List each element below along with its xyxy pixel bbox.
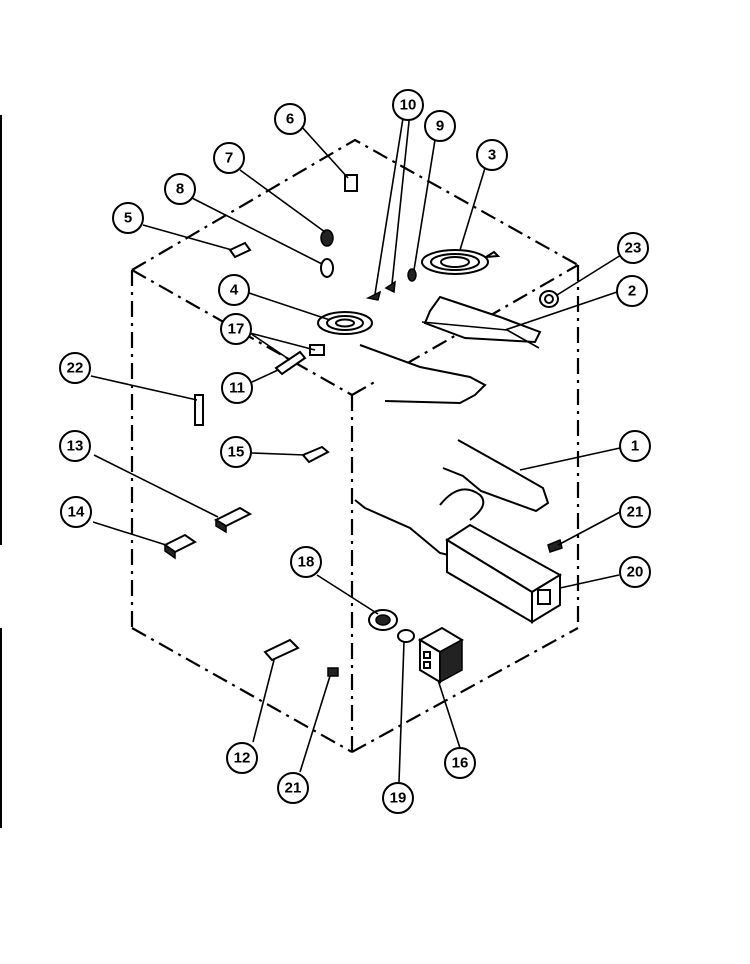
callout-10-label: 10: [400, 97, 417, 114]
callout-22-label: 22: [67, 360, 84, 377]
callout-17-label: 17: [228, 321, 245, 338]
part-clip-6: [344, 174, 358, 192]
callout-23: 23: [617, 232, 649, 264]
callout-4: 4: [218, 274, 250, 306]
callout-6-label: 6: [286, 111, 294, 128]
part-knob-7: [320, 229, 334, 247]
callout-14: 14: [60, 496, 92, 528]
callout-11-label: 11: [229, 380, 245, 397]
callout-1-label: 1: [631, 438, 639, 455]
callout-5-label: 5: [124, 210, 132, 227]
part-oven-element-upper: [421, 295, 542, 349]
part-block-terminal: [213, 506, 253, 534]
part-wedges-10: [365, 280, 396, 301]
callout-5: 5: [112, 202, 144, 234]
callout-7: 7: [213, 142, 245, 174]
part-fuse-holder: [263, 638, 300, 662]
part-socket-23: [539, 290, 559, 308]
callout-12-label: 12: [234, 750, 251, 767]
part-round-switch: [368, 609, 398, 631]
part-clip-15: [301, 445, 330, 464]
part-small-knob: [397, 629, 415, 643]
callout-21-bottom: 21: [277, 772, 309, 804]
callout-17: 17: [220, 313, 252, 345]
callout-14-label: 14: [68, 504, 85, 521]
callout-22: 22: [59, 352, 91, 384]
callout-15: 15: [220, 436, 252, 468]
callout-19: 19: [382, 782, 414, 814]
part-clip-21-right: [547, 538, 563, 553]
part-terminal-block-11: [274, 344, 325, 376]
callout-8-label: 8: [176, 181, 184, 198]
part-wiring-harness: [354, 488, 485, 561]
callout-23-label: 23: [625, 240, 642, 257]
part-surface-element-large: [421, 249, 501, 275]
callout-9: 9: [424, 110, 456, 142]
part-oven-element-lower: [359, 344, 487, 405]
callout-2: 2: [616, 275, 648, 307]
callout-9-label: 9: [436, 118, 444, 135]
callout-16: 16: [444, 747, 476, 779]
part-clip-5: [228, 241, 252, 259]
callout-15-label: 15: [228, 444, 245, 461]
part-broil-element: [442, 439, 550, 513]
callout-6: 6: [274, 103, 306, 135]
part-small-square: [327, 667, 339, 677]
callout-3: 3: [476, 139, 508, 171]
callout-16-label: 16: [452, 755, 469, 772]
callout-3-label: 3: [488, 147, 496, 164]
part-control-box: [445, 523, 562, 624]
callout-1: 1: [619, 430, 651, 462]
callout-21-right: 21: [619, 496, 651, 528]
part-transformer: [417, 626, 465, 684]
part-stud-9: [407, 268, 417, 282]
callout-2-label: 2: [628, 283, 636, 300]
callout-12: 12: [226, 742, 258, 774]
part-bulb-8: [320, 258, 334, 278]
part-vertical-clip: [194, 394, 204, 426]
callout-21-bottom-label: 21: [285, 780, 302, 797]
callout-20: 20: [619, 556, 651, 588]
leader-lines: [90, 111, 622, 783]
callout-10: 10: [392, 89, 424, 121]
callout-13: 13: [59, 430, 91, 462]
part-switch-bracket: [163, 533, 197, 560]
callout-18: 18: [290, 546, 322, 578]
callout-7-label: 7: [225, 150, 233, 167]
callout-11: 11: [221, 372, 253, 404]
callout-19-label: 19: [390, 790, 407, 807]
callout-13-label: 13: [67, 438, 84, 455]
part-surface-element-small: [317, 311, 373, 335]
callout-4-label: 4: [230, 282, 239, 299]
callout-20-label: 20: [627, 564, 644, 581]
callout-8: 8: [164, 173, 196, 205]
cabinet-box: [130, 138, 580, 753]
callout-21-right-label: 21: [627, 504, 644, 521]
callout-18-label: 18: [298, 554, 315, 571]
